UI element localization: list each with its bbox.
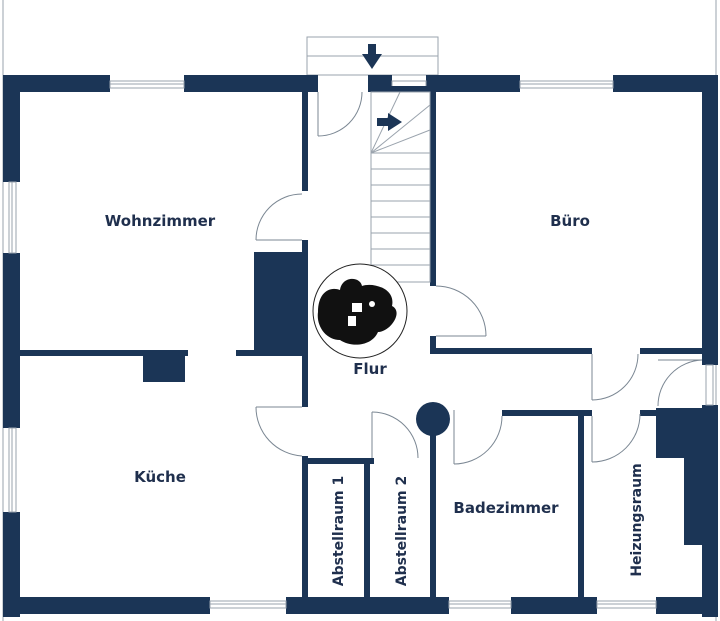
room-label-buero: Büro [550, 212, 590, 230]
room-label-heizungsraum: Heizungsraum [629, 463, 645, 576]
entrance-arrow-icon [362, 44, 382, 69]
room-label-abstellraum-1: Abstellraum 1 [331, 476, 347, 587]
outer-walls [3, 75, 718, 617]
room-label-abstellraum-2: Abstellraum 2 [394, 476, 410, 587]
door-swings [255, 91, 703, 465]
stair-direction-arrow-icon [377, 113, 402, 131]
room-label-wohnzimmer: Wohnzimmer [105, 212, 216, 230]
room-label-flur: Flur [353, 360, 387, 378]
windows [8, 80, 714, 609]
room-label-badezimmer: Badezimmer [453, 499, 559, 517]
staircase [370, 91, 431, 283]
interior-walls [20, 86, 702, 597]
mascot-logo-icon [312, 263, 408, 359]
room-label-kueche: Küche [134, 468, 186, 486]
